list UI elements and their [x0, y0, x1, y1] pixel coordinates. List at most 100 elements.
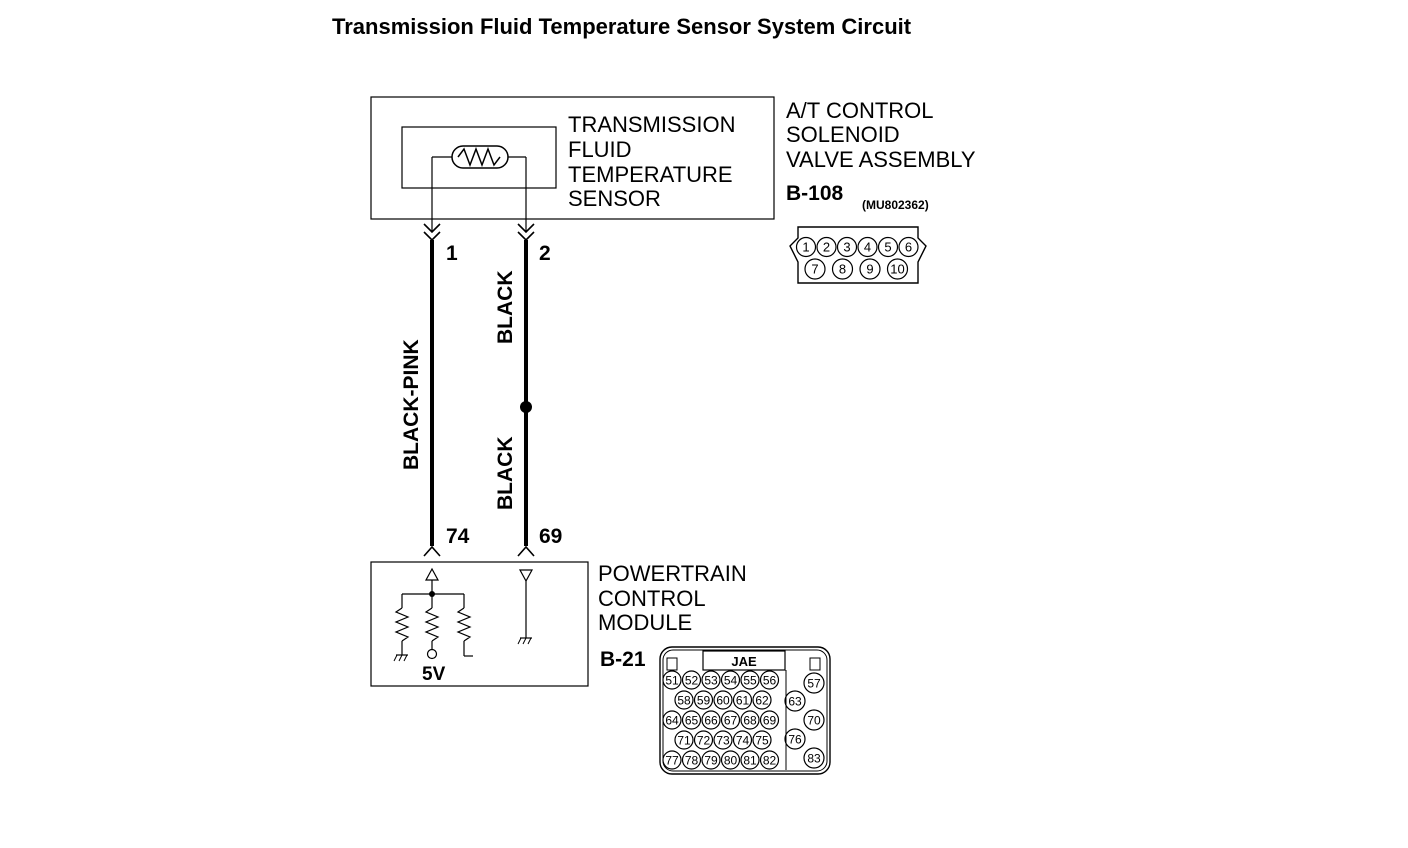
- connector-pin: 72: [693, 730, 714, 750]
- connector-pin-cavity: [831, 258, 854, 280]
- connector-pin-number: 4: [864, 240, 871, 255]
- connector-pin-cavity: [681, 710, 702, 730]
- connector-pin-number: 63: [788, 695, 802, 709]
- sensor-label-line2: FLUID: [568, 137, 632, 162]
- connector-pin-number: 58: [677, 694, 691, 708]
- connector-pin: 69: [759, 710, 780, 730]
- connector-chevron-bottom-69: [517, 545, 535, 557]
- connector-pin-number: 56: [763, 674, 777, 688]
- sensor-label-line3: TEMPERATURE: [568, 162, 733, 187]
- connector-pin-cavity: [886, 258, 909, 280]
- connector-pin-number: 64: [665, 714, 679, 728]
- connector-key: [702, 650, 786, 671]
- connector-pin-number: 8: [839, 262, 846, 277]
- connector-pin-number: 53: [704, 674, 718, 688]
- connector-pin-cavity: [784, 690, 806, 712]
- connector-pin-cavity: [804, 258, 826, 280]
- sensor-label-line4: SENSOR: [568, 186, 661, 211]
- connector-pin: 66: [701, 710, 721, 730]
- connector-pin-number: 60: [716, 694, 730, 708]
- connector-pin-cavity: [740, 670, 760, 690]
- connector-pin-cavity: [732, 690, 753, 710]
- connector-pin: 10: [886, 258, 909, 280]
- connector-pin: 73: [713, 730, 733, 750]
- connector-pin-number: 78: [685, 754, 699, 768]
- connector-pin-number: 10: [890, 262, 904, 277]
- connector-pin-cavity: [732, 730, 753, 750]
- connector-pin: 67: [720, 710, 741, 730]
- connector-pin: 51: [662, 670, 682, 690]
- connector-pin: 7: [804, 258, 826, 280]
- connector-pin-number: 76: [788, 733, 802, 747]
- sensor-label: TRANSMISSION FLUID TEMPERATURE SENSOR: [568, 112, 742, 211]
- connector-pin-cavity: [816, 236, 837, 258]
- connector-pin-number: 74: [736, 734, 750, 748]
- pcm-label: POWERTRAIN CONTROL MODULE: [598, 561, 753, 635]
- connector-pin: 68: [740, 710, 760, 730]
- connector-pin-number: 82: [763, 754, 777, 768]
- connector-pin-cavity: [713, 730, 733, 750]
- connector-pin: 5: [877, 236, 899, 258]
- pcm-pin69-ground: [517, 569, 534, 645]
- connector-pin-cavity: [803, 747, 825, 769]
- splice-point: [520, 401, 532, 413]
- connector-pin-cavity: [701, 710, 721, 730]
- connector-pin-cavity: [752, 690, 772, 710]
- connector-pin: 4: [857, 236, 878, 258]
- connector-pin-cavity: [720, 710, 741, 730]
- connector-pin-cavity: [662, 670, 682, 690]
- connector-pin-number: 75: [755, 734, 769, 748]
- connector-pin-cavity: [681, 670, 702, 690]
- connector-pin-cavity: [674, 690, 694, 710]
- connector-pin-cavity: [662, 710, 682, 730]
- connector-pin: 56: [759, 670, 780, 690]
- connector-pin-cavity: [877, 236, 899, 258]
- connector-pin: 81: [740, 750, 760, 770]
- part-number: (MU802362): [862, 198, 929, 212]
- connector-pin: 63: [784, 690, 806, 712]
- connector-pin: 77: [662, 750, 682, 770]
- diagram-title: Transmission Fluid Temperature Sensor Sy…: [332, 14, 912, 39]
- connector-chevron-bottom-74: [423, 545, 441, 557]
- connector-pin: 64: [662, 710, 682, 730]
- connector-pin: 82: [759, 750, 780, 770]
- connector-pin-cavity: [662, 750, 682, 770]
- connector-pin: 70: [803, 709, 825, 731]
- connector-pin-cavity: [701, 750, 721, 770]
- connector-pin-number: 57: [807, 677, 821, 691]
- connector-pin: 71: [674, 730, 694, 750]
- connector-pin-cavity: [759, 710, 780, 730]
- connector-pin-number: 59: [697, 694, 711, 708]
- solenoid-assembly-box: [370, 96, 775, 220]
- connector-pin: 9: [859, 258, 881, 280]
- connector-pin-cavity: [674, 730, 694, 750]
- connector-pin-cavity: [795, 236, 817, 258]
- connector-pin-number: 1: [802, 240, 809, 255]
- connector-pin: 74: [732, 730, 753, 750]
- connector-pin: 3: [836, 236, 858, 258]
- connector-pin: 2: [816, 236, 837, 258]
- connector-maker-label: JAE: [731, 654, 757, 669]
- connector-pin-cavity: [752, 730, 772, 750]
- pin-number-1: 1: [446, 242, 458, 265]
- connector-pin-number: 62: [755, 694, 769, 708]
- connector-pin-cavity: [681, 750, 702, 770]
- connector-pin: 61: [732, 690, 753, 710]
- connector-pin: 8: [831, 258, 854, 280]
- connector-pin-cavity: [759, 750, 780, 770]
- connector-pin-cavity: [693, 690, 714, 710]
- connector-pin-number: 66: [704, 714, 718, 728]
- connector-pin-number: 7: [811, 262, 818, 277]
- connector-pin-number: 2: [823, 240, 830, 255]
- connector-pin-number: 51: [665, 674, 679, 688]
- connector-pin: 58: [674, 690, 694, 710]
- connector-pin-number: 65: [685, 714, 699, 728]
- wire-color-label-2-upper: BLACK: [494, 271, 517, 345]
- sensor-label-line1: TRANSMISSION: [568, 112, 735, 137]
- connector-pin-cavity: [693, 730, 714, 750]
- connector-id-b21: B-21: [600, 648, 646, 671]
- connector-pin: 62: [752, 690, 772, 710]
- connector-pin-cavity: [720, 750, 741, 770]
